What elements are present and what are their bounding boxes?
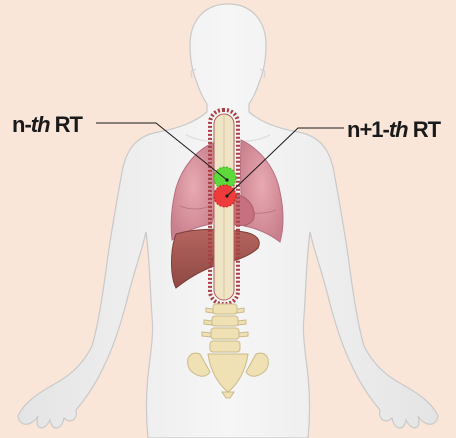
target-n-plus-1-marker [214, 185, 236, 207]
label-n-th-rt: n-th RT [12, 114, 82, 136]
label-n-plus-1-th-rt: n+1-th RT [347, 119, 440, 141]
